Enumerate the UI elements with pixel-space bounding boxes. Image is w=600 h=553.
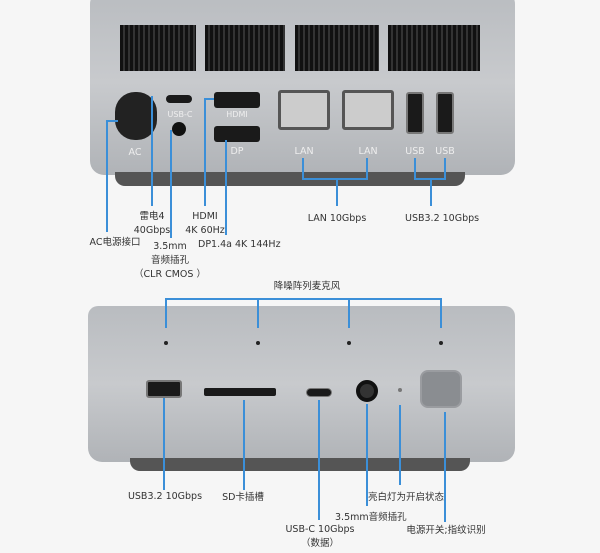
- callout-line: [243, 400, 245, 490]
- ac-port-label: AC: [128, 147, 142, 158]
- dp-port-label: DP: [230, 146, 244, 157]
- callout-line: [444, 158, 446, 178]
- status-led: [398, 388, 402, 392]
- callout-line: [225, 140, 227, 235]
- lan-port-label: LAN: [294, 146, 314, 157]
- vent: [205, 25, 285, 71]
- mic-hole: [347, 341, 351, 345]
- usb-port: [146, 380, 182, 398]
- mic-hole: [256, 341, 260, 345]
- mic-hole: [164, 341, 168, 345]
- callout-power: 电源开关;指纹识别: [406, 525, 486, 536]
- callout-line: [399, 405, 401, 485]
- callout-line: [414, 158, 416, 178]
- callout-usbc-1: USB-C 10Gbps: [285, 524, 355, 535]
- hdmi-port: [214, 92, 260, 108]
- callout-line: [170, 130, 172, 238]
- callout-line: [257, 298, 259, 328]
- callout-audio: 3.5mm音频插孔: [335, 512, 407, 523]
- callout-tb4-name: 雷电4: [139, 211, 165, 222]
- callout-line: [440, 298, 442, 328]
- lan-port: [278, 90, 330, 130]
- callout-usb: USB3.2 10Gbps: [405, 213, 480, 224]
- usbc-port: [306, 388, 332, 397]
- callout-line: [106, 120, 118, 122]
- callout-mics: 降噪阵列麦克风: [273, 281, 341, 292]
- callout-line: [318, 400, 320, 520]
- callout-sd: SD卡插槽: [222, 492, 264, 503]
- hdmi-port-label: HDMI: [226, 110, 248, 119]
- callout-line: [204, 98, 214, 100]
- callout-line: [151, 96, 153, 206]
- callout-line: [106, 120, 108, 232]
- callout-line: [444, 412, 446, 522]
- lan-port-label: LAN: [358, 146, 378, 157]
- audio-jack: [356, 380, 378, 402]
- callout-line: [302, 178, 368, 180]
- front-base: [130, 458, 470, 471]
- sd-card-slot: [204, 388, 276, 396]
- vent: [120, 25, 196, 71]
- callout-line: [336, 178, 338, 206]
- callout-line: [366, 404, 368, 506]
- callout-hdmi-1: HDMI: [192, 211, 218, 222]
- callout-line: [165, 298, 167, 328]
- vent: [295, 25, 379, 71]
- callout-line: [163, 398, 165, 490]
- vent: [388, 25, 480, 71]
- callout-dp: DP1.4a 4K 144Hz: [198, 239, 281, 250]
- rear-base: [115, 172, 465, 186]
- callout-line: [366, 158, 368, 178]
- usb-port: [436, 92, 454, 134]
- callout-led: 亮白灯为开启状态: [368, 492, 445, 503]
- callout-audio-1: 3.5mm: [153, 241, 187, 252]
- audio-jack: [172, 122, 186, 136]
- callout-hdmi-2: 4K 60Hz: [185, 225, 225, 236]
- usb-port: [406, 92, 424, 134]
- callout-audio-2: 音频插孔: [150, 255, 189, 266]
- callout-lan: LAN 10Gbps: [307, 213, 367, 224]
- callout-line: [348, 298, 350, 328]
- dp-port: [214, 126, 260, 142]
- mic-hole: [439, 341, 443, 345]
- usbc-port: [166, 95, 192, 103]
- power-button[interactable]: [420, 370, 462, 408]
- callout-line: [165, 298, 441, 300]
- usbc-port-label: USB-C: [167, 110, 193, 119]
- callout-ac: AC电源接口: [89, 237, 141, 248]
- callout-line: [430, 178, 432, 206]
- callout-tb4-speed: 40Gbps: [133, 225, 171, 236]
- lan-port: [342, 90, 394, 130]
- callout-front-usb: USB3.2 10Gbps: [127, 491, 203, 502]
- usb-port-label: USB: [435, 146, 455, 157]
- ac-port: [115, 92, 157, 140]
- callout-audio-3: （CLR CMOS ）: [134, 269, 206, 280]
- usb-port-label: USB: [405, 146, 425, 157]
- callout-line: [204, 98, 206, 206]
- callout-usbc-2: （数据）: [300, 538, 339, 549]
- callout-line: [302, 158, 304, 178]
